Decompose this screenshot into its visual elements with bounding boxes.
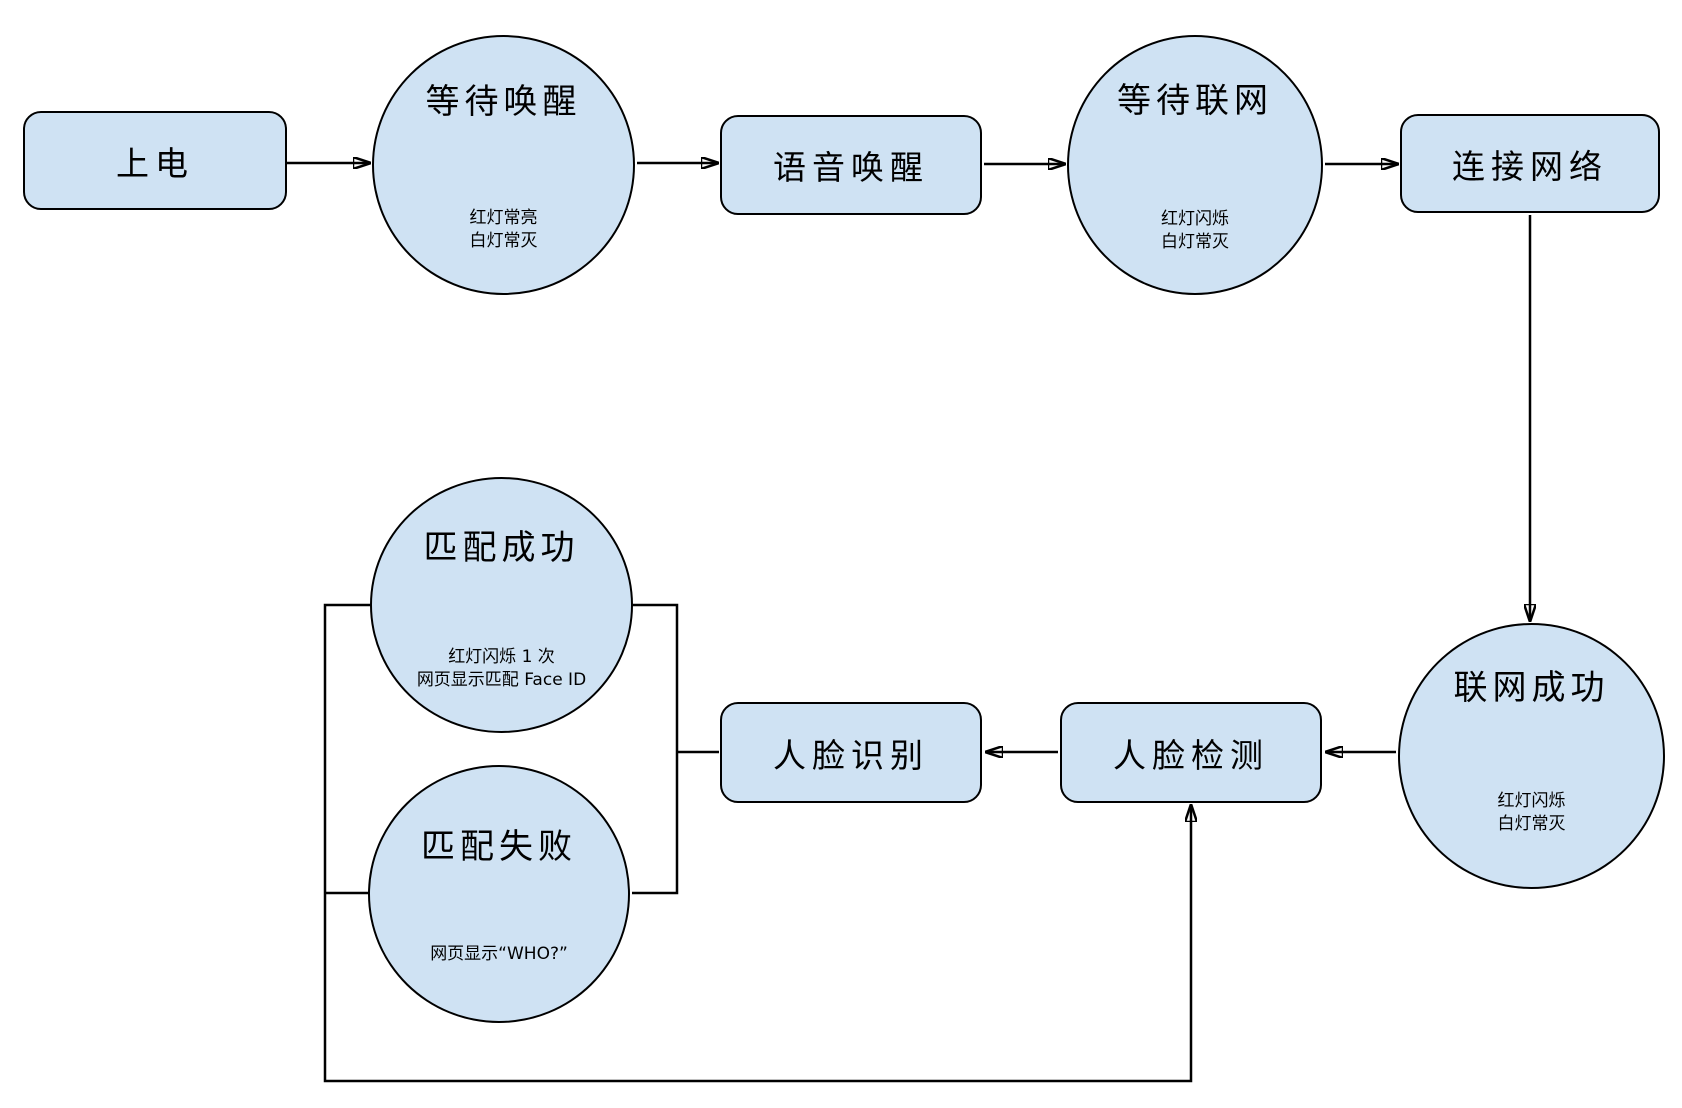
node-wait-wake-title: 等待唤醒 — [425, 82, 582, 122]
node-face-recognize: 人脸识别 — [720, 702, 982, 803]
node-connect-network: 连接网络 — [1400, 114, 1660, 213]
node-wait-wake-status: 红灯常亮 白灯常灭 — [374, 207, 633, 253]
node-wait-wake-status-line2: 白灯常灭 — [469, 231, 538, 251]
node-network-success-status-line2: 白灯常灭 — [1497, 814, 1566, 834]
node-network-success-title: 联网成功 — [1453, 668, 1610, 708]
node-wait-network-status-line2: 白灯常灭 — [1161, 232, 1229, 252]
node-match-fail: 匹配失败 网页显示“WHO?” — [368, 765, 630, 1023]
node-network-success-status-line1: 红灯闪烁 — [1497, 791, 1566, 811]
loop-matchsuccess-to-facedetect — [323, 603, 1191, 1083]
node-power-on-label: 上电 — [116, 143, 194, 183]
node-voice-wake: 语音唤醒 — [720, 115, 982, 215]
node-match-fail-title: 匹配失败 — [421, 827, 577, 867]
node-network-success-status: 红灯闪烁 白灯常灭 — [1400, 790, 1663, 836]
node-match-success-title: 匹配成功 — [423, 528, 580, 568]
node-power-on: 上电 — [23, 111, 287, 210]
node-face-recognize-label: 人脸识别 — [773, 735, 929, 775]
node-match-fail-status-line1: 网页显示“WHO?” — [430, 944, 568, 964]
node-network-success: 联网成功 红灯闪烁 白灯常灭 — [1398, 623, 1665, 889]
node-match-success: 匹配成功 红灯闪烁 1 次 网页显示匹配 Face ID — [370, 477, 633, 733]
node-wait-network-status-line1: 红灯闪烁 — [1161, 209, 1229, 229]
node-match-success-status-line2: 网页显示匹配 Face ID — [416, 670, 587, 690]
node-face-detect: 人脸检测 — [1060, 702, 1322, 803]
node-face-detect-label: 人脸检测 — [1113, 735, 1269, 775]
bracket-recognize-to-results — [632, 603, 679, 895]
node-match-success-status-line1: 红灯闪烁 1 次 — [448, 647, 555, 667]
node-match-fail-status: 网页显示“WHO?” — [370, 943, 628, 966]
node-wait-wake: 等待唤醒 红灯常亮 白灯常灭 — [372, 35, 635, 295]
node-connect-network-label: 连接网络 — [1452, 146, 1608, 186]
node-voice-wake-label: 语音唤醒 — [773, 148, 929, 187]
node-wait-network: 等待联网 红灯闪烁 白灯常灭 — [1067, 35, 1323, 295]
node-match-success-status: 红灯闪烁 1 次 网页显示匹配 Face ID — [372, 646, 631, 692]
node-wait-network-title: 等待联网 — [1117, 81, 1273, 121]
node-wait-network-status: 红灯闪烁 白灯常灭 — [1069, 208, 1321, 254]
node-wait-wake-status-line1: 红灯常亮 — [469, 208, 538, 228]
